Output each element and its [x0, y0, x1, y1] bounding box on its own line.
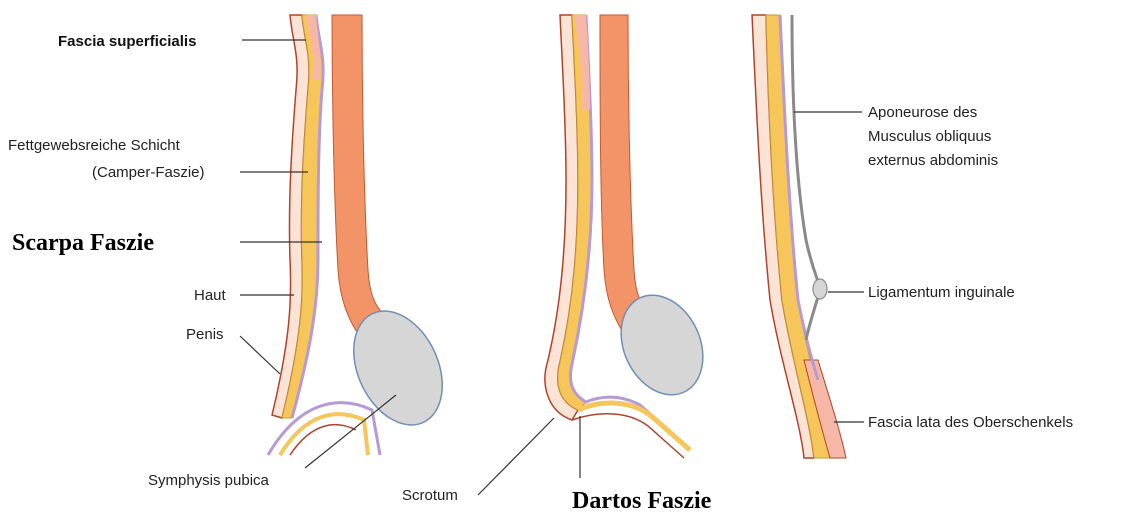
label-penis: Penis	[186, 326, 224, 343]
scrotum-fold-skin	[572, 414, 684, 458]
label-camper-line1: Fettgewebsreiche Schicht	[8, 137, 181, 154]
label-scarpa: Scarpa Faszie	[12, 230, 154, 256]
scrotum-fold	[578, 403, 690, 450]
label-symphysis: Symphysis pubica	[148, 472, 270, 489]
panel-middle	[545, 15, 718, 458]
label-aponeurose-line3: externus abdominis	[868, 152, 998, 169]
label-dartos: Dartos Faszie	[572, 488, 712, 514]
leader-scrotum	[478, 418, 554, 495]
ligamentum-inguinale-shape	[813, 279, 827, 299]
label-scrotum: Scrotum	[402, 487, 458, 504]
panel-right	[752, 15, 846, 458]
symphysis-arc-inner	[280, 414, 368, 455]
label-haut: Haut	[194, 287, 227, 304]
label-fascia-lata: Fascia lata des Oberschenkels	[868, 414, 1073, 431]
label-camper-line2: (Camper-Faszie)	[92, 164, 205, 181]
muscle-left	[332, 15, 388, 340]
muscle-mid	[600, 15, 654, 340]
label-aponeurose-line1: Aponeurose des	[868, 104, 977, 121]
label-aponeurose-line2: Musculus obliquus	[868, 128, 991, 145]
leader-penis	[240, 336, 280, 374]
labels: Fascia superficialis Fettgewebsreiche Sc…	[8, 33, 1073, 514]
label-fascia-superficialis: Fascia superficialis	[58, 33, 196, 50]
panel-left	[268, 15, 460, 455]
label-ligamentum: Ligamentum inguinale	[868, 284, 1015, 301]
